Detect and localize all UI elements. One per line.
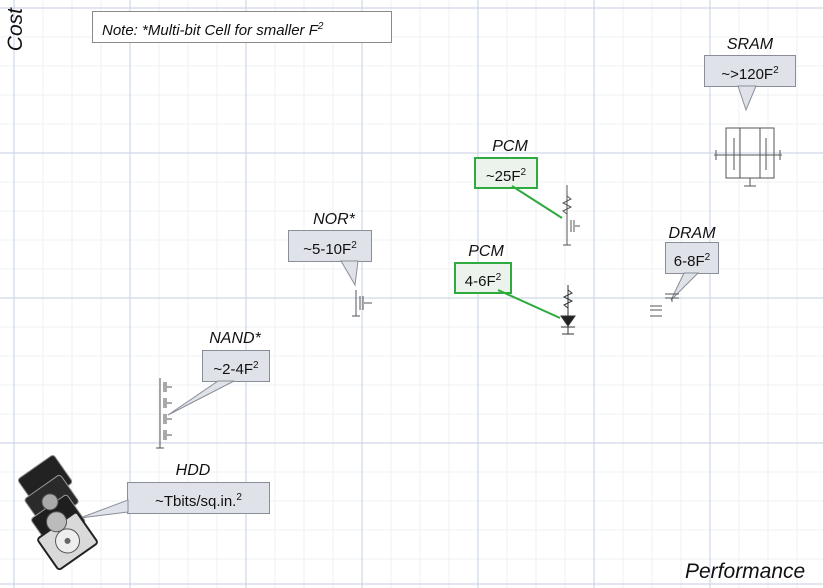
dram-density: 6-8F (673, 253, 705, 270)
note-box: Note: *Multi-bit Cell for smaller F2 (92, 11, 392, 43)
pcm-top-density-sup: 2 (520, 167, 527, 178)
nand-density-sup: 2 (253, 360, 259, 371)
sram-cell-icon (714, 127, 782, 187)
hdd-density-sup: 2 (236, 492, 242, 503)
pcm-bottom-density-sup: 2 (495, 272, 502, 283)
sram-density-callout: ~>120F2 (704, 55, 796, 87)
nand-density: ~2-4F (213, 361, 254, 378)
hdd-callout-pointer (79, 499, 129, 519)
pcm-top-density-callout: ~25F2 (474, 157, 538, 189)
pcm-bottom-density-callout: 4-6F2 (454, 262, 512, 294)
nor-name: NOR* (313, 211, 355, 228)
hdd-name: HDD (175, 462, 211, 479)
pcm-top-callout-pointer (511, 185, 563, 219)
nor-density-sup: 2 (351, 240, 357, 251)
dram-density-sup: 2 (704, 252, 711, 263)
sram-name: SRAM (726, 36, 774, 53)
sram-callout-pointer (737, 85, 757, 112)
nor-density-callout: ~5-10F2 (288, 230, 372, 262)
pcm-cell-icon (561, 185, 580, 246)
nand-string-icon (156, 378, 172, 449)
dram-name: DRAM (668, 225, 716, 242)
pcm-top-density: ~25F (485, 168, 521, 185)
sram-density-sup: 2 (773, 65, 779, 76)
sram-density: ~>120F (721, 66, 774, 83)
hdd-density-callout: ~Tbits/sq.in.2 (127, 482, 270, 514)
pcm-bottom-density: 4-6F (464, 273, 496, 290)
note-superscript: 2 (317, 21, 324, 32)
pcm-diode-cell-icon (560, 285, 576, 335)
nand-density-callout: ~2-4F2 (202, 350, 270, 382)
nor-density: ~5-10F (303, 241, 352, 258)
nand-callout-pointer (167, 380, 235, 416)
dram-density-callout: 6-8F2 (665, 242, 719, 274)
dram-cell-icon (650, 293, 679, 317)
nor-cell-icon (352, 290, 372, 317)
note-text: Note: *Multi-bit Cell for smaller F (102, 22, 318, 39)
x-axis-label: Performance (685, 560, 806, 583)
hdd-density: ~Tbits/sq.in. (155, 493, 237, 510)
nand-name: NAND* (209, 330, 261, 347)
pcm-bottom-name: PCM (468, 243, 504, 260)
nor-callout-pointer (340, 260, 359, 287)
dram-callout-pointer (670, 272, 700, 301)
pcm-top-name: PCM (492, 138, 528, 155)
hard-disk-stack-icon (17, 455, 98, 571)
pcm-bottom-callout-pointer (497, 289, 561, 319)
